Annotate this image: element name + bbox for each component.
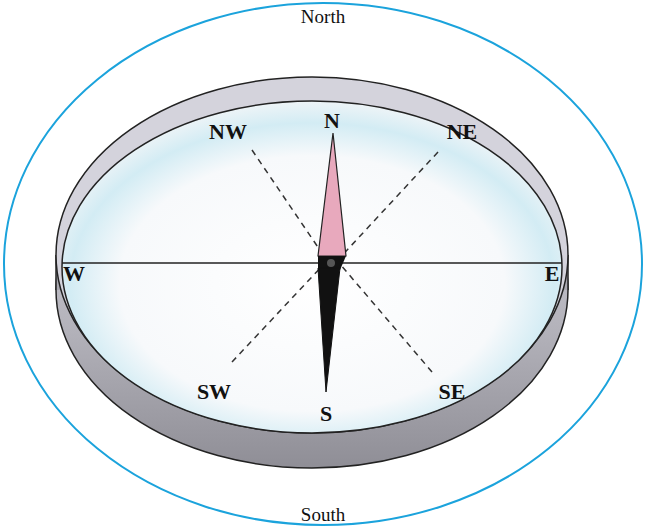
needle-south (318, 268, 340, 392)
direction-label: NW (209, 121, 247, 143)
compass-face (62, 101, 562, 433)
direction-label: S (320, 403, 332, 425)
needle-north (318, 133, 346, 256)
west-east-line (62, 262, 562, 264)
needle-pivot (327, 259, 335, 267)
direction-label: E (545, 263, 560, 285)
direction-label: NE (447, 121, 478, 143)
pole-label: North (301, 7, 345, 26)
direction-label: W (63, 263, 85, 285)
direction-label: SE (439, 381, 466, 403)
outer-ellipse (4, 3, 642, 525)
direction-label: SW (197, 381, 231, 403)
pole-label: South (301, 505, 345, 524)
compass-rim (56, 77, 568, 433)
direction-label: N (324, 110, 340, 132)
